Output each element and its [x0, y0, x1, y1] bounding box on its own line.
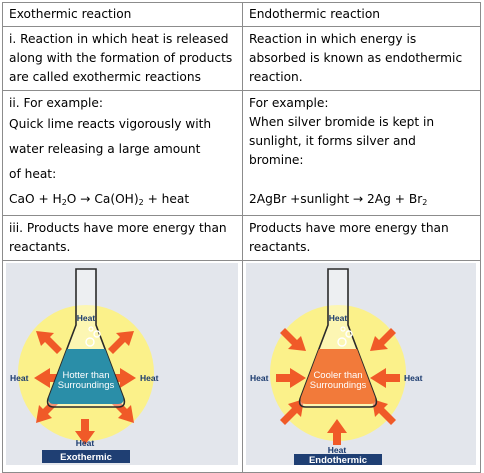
- bubble: [345, 330, 353, 338]
- products-exothermic: iii. Products have more energy than reac…: [2, 215, 243, 261]
- arrow-in-top-left: [280, 328, 306, 351]
- heat-label-left: Heat: [10, 373, 29, 383]
- arrow-in-right: [370, 368, 400, 388]
- arrow-out-top-left: [36, 331, 62, 354]
- arrow-out-right: [106, 368, 136, 388]
- endothermic-diagram: Cooler than Surroundings Heat Heat Heat …: [246, 263, 476, 465]
- caption-exothermic: Exothermic: [60, 452, 112, 463]
- arrow-in-top-right: [370, 328, 396, 351]
- flask-label-line1: Cooler than: [313, 370, 362, 381]
- arrow-in-bottom-right: [372, 399, 396, 425]
- bubble: [93, 330, 101, 338]
- caption-bar: [294, 454, 382, 465]
- definition-endothermic: Reaction in which energy is absorbed is …: [242, 26, 481, 91]
- flask-label-line1: Hotter than: [63, 370, 110, 381]
- arrow-in-bottom-left: [280, 399, 304, 425]
- example-endo-text: When silver bromide is kept in sunlight,…: [249, 115, 435, 167]
- flask-label-line2: Surroundings: [310, 380, 367, 391]
- example-exo-line3: of heat:: [9, 167, 57, 181]
- figure-cell-exothermic: Hotter than Surroundings Heat Heat Heat …: [2, 260, 243, 473]
- header-endothermic: Endothermic reaction: [242, 2, 481, 27]
- arrow-out-left: [34, 368, 64, 388]
- header-row: Exothermic reaction Endothermic reaction: [2, 2, 481, 27]
- example-exo-line2: water releasing a large amount: [9, 142, 201, 156]
- bubble: [85, 337, 95, 347]
- figure-row: Hotter than Surroundings Heat Heat Heat …: [2, 260, 481, 473]
- header-exothermic: Exothermic reaction: [2, 2, 243, 27]
- heat-label-top: Heat: [77, 313, 96, 323]
- flask-liquid: [300, 349, 376, 404]
- example-exo-line1: Quick lime reacts vigorously with: [9, 117, 212, 131]
- bubble: [88, 326, 94, 332]
- example-exothermic: ii. For example: Quick lime reacts vigor…: [2, 90, 243, 216]
- heat-label-bottom: Heat: [76, 438, 95, 448]
- heat-label-top: Heat: [329, 313, 348, 323]
- products-endothermic: Products have more energy than reactants…: [242, 215, 481, 261]
- heat-label-right: Heat: [140, 373, 159, 383]
- figure-cell-endothermic: Cooler than Surroundings Heat Heat Heat …: [242, 260, 481, 473]
- caption-bar: [42, 450, 130, 463]
- definition-exothermic: i. Reaction in which heat is released al…: [2, 26, 243, 91]
- equation-endothermic: 2AgBr +sunlight → 2Ag + Br2: [249, 192, 428, 207]
- exothermic-diagram: Hotter than Surroundings Heat Heat Heat …: [6, 263, 238, 465]
- caption-endothermic: Endothermic: [309, 455, 367, 465]
- arrow-in-left: [276, 368, 306, 388]
- inward-arrows: [276, 328, 400, 445]
- heat-label-bottom: Heat: [328, 445, 347, 455]
- products-row: iii. Products have more energy than reac…: [2, 215, 481, 261]
- bubble: [340, 326, 346, 332]
- arrow-in-bottom: [327, 419, 347, 445]
- example-row: ii. For example: Quick lime reacts vigor…: [2, 90, 481, 216]
- flask-liquid: [48, 349, 124, 404]
- arrow-out-bottom: [75, 419, 95, 445]
- example-endothermic: For example: When silver bromide is kept…: [242, 90, 481, 216]
- example-exo-title: ii. For example:: [9, 96, 104, 110]
- equation-exothermic: CaO + H2O → Ca(OH)2 + heat: [9, 192, 190, 207]
- definition-row: i. Reaction in which heat is released al…: [2, 26, 481, 91]
- heat-label-left: Heat: [250, 373, 269, 383]
- example-endo-title: For example:: [249, 96, 329, 110]
- heat-label-right: Heat: [404, 373, 423, 383]
- arrow-out-top-right: [108, 331, 134, 354]
- flask-label-line2: Surroundings: [58, 380, 115, 391]
- bubble: [337, 337, 347, 347]
